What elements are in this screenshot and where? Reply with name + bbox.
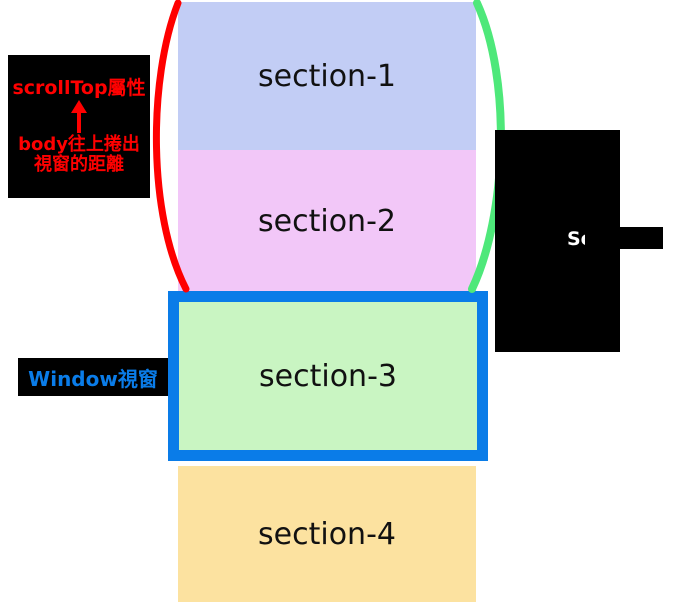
section-block-3: section-3	[179, 302, 477, 450]
window-callout: Window視窗	[18, 358, 168, 396]
scrolltop-desc-line2: 視窗的距離	[34, 154, 124, 176]
label-occluder-bar	[585, 227, 663, 249]
section-1-label: section-1	[258, 58, 396, 94]
scrolltop-desc-line1: body往上捲出	[18, 133, 140, 155]
section-block-2: section-2	[178, 150, 476, 293]
scrolltop-callout: scrollTop屬性 body往上捲出 視窗的距離	[8, 55, 150, 198]
window-viewport-frame: section-3	[168, 291, 488, 461]
section-block-1: section-1	[178, 2, 476, 150]
section-3-label: section-3	[259, 358, 397, 394]
section-4-label: section-4	[258, 516, 396, 552]
arrow-up-icon	[12, 99, 146, 135]
scrolltop-title: scrollTop屬性	[12, 76, 146, 99]
section-2-label: section-2	[258, 204, 396, 239]
section-block-4: section-4	[178, 466, 476, 602]
window-callout-label: Window視窗	[28, 366, 158, 391]
